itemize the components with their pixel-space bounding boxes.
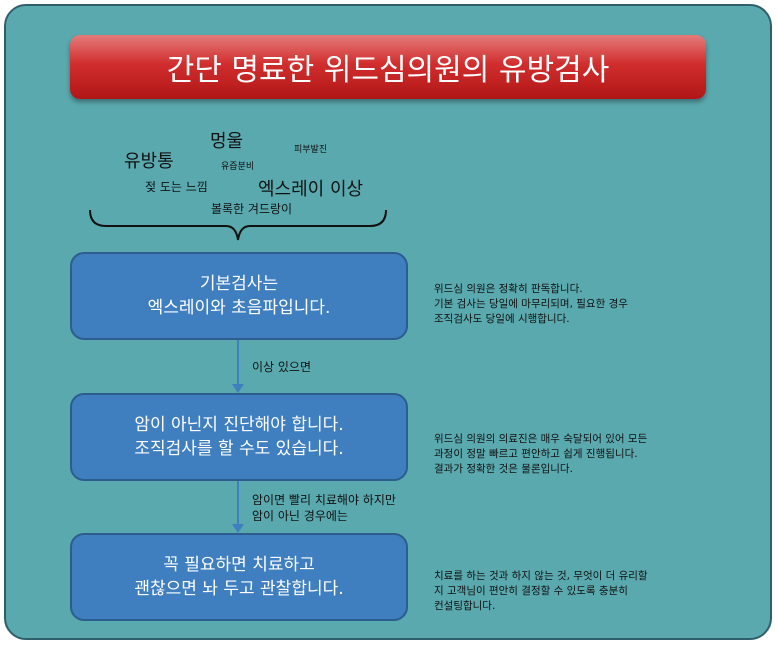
symptom-skin-rash: 피부발진 bbox=[294, 145, 328, 155]
step-line: 꼭 필요하면 치료하고 bbox=[163, 555, 315, 575]
note-line: 지 고객님이 편안히 결정할 수 있도록 충분히 bbox=[434, 585, 628, 597]
symptom-armpit-bulge: 볼록한 겨드랑이 bbox=[211, 202, 293, 216]
note-skilled-staff: 위드심 의원의 의료진은 매우 숙달되어 있어 모든 과정이 정말 빠르고 편안… bbox=[434, 432, 647, 477]
arrow-down-icon bbox=[232, 524, 244, 533]
note-accurate-reading: 위드심 의원은 정확히 판독합니다. 기본 검사는 당일에 마무리되며, 필요한… bbox=[434, 282, 628, 327]
symptom-lump: 멍울 bbox=[210, 131, 244, 152]
step-line: 엑스레이와 초음파입니다. bbox=[147, 298, 331, 318]
note-line: 과정이 정말 빠르고 편안하고 쉽게 진행됩니다. bbox=[434, 448, 638, 460]
symptom-breast-pain: 유방통 bbox=[124, 151, 174, 172]
symptom-nipple-discharge: 유즙분비 bbox=[221, 162, 255, 172]
arrow-down-icon bbox=[232, 384, 244, 393]
note-line: 위드심 의원의 의료진은 매우 숙달되어 있어 모든 bbox=[434, 433, 648, 445]
step-line: 괜찮으면 놔 두고 관찰합니다. bbox=[134, 579, 344, 599]
page-title: 간단 명료한 위드심의원의 유방검사 bbox=[166, 53, 610, 88]
connector-label: 이상 있으면 bbox=[252, 359, 311, 375]
curly-brace bbox=[89, 209, 387, 241]
connector-line bbox=[237, 481, 239, 524]
note-line: 결과가 정확한 것은 물론입니다. bbox=[434, 463, 573, 475]
step-treatment: 꼭 필요하면 치료하고 괜찮으면 놔 두고 관찰합니다. bbox=[70, 533, 408, 621]
connector-label-line: 이상 있으면 bbox=[252, 360, 312, 374]
title-banner: 간단 명료한 위드심의원의 유방검사 bbox=[70, 35, 706, 99]
connector-label: 암이면 빨리 치료해야 하지만 암이 아닌 경우에는 bbox=[252, 492, 396, 524]
step-diagnosis: 암이 아닌지 진단해야 합니다. 조직검사를 할 수도 있습니다. bbox=[70, 393, 408, 481]
step-line: 조직검사를 할 수도 있습니다. bbox=[134, 439, 344, 459]
note-line: 컨설팅합니다. bbox=[434, 600, 496, 612]
step-line: 기본검사는 bbox=[199, 274, 279, 294]
connector-label-line: 암이면 빨리 치료해야 하지만 bbox=[252, 493, 396, 507]
connector-line bbox=[237, 340, 239, 384]
step-line: 암이 아닌지 진단해야 합니다. bbox=[134, 415, 344, 435]
connector-label-line: 암이 아닌 경우에는 bbox=[252, 509, 348, 523]
note-line: 치료를 하는 것과 하지 않는 것, 무엇이 더 유리할 bbox=[434, 570, 648, 582]
note-consulting: 치료를 하는 것과 하지 않는 것, 무엇이 더 유리할 지 고객님이 편안히 … bbox=[434, 569, 648, 614]
note-line: 위드심 의원은 정확히 판독합니다. bbox=[434, 283, 583, 295]
symptom-milk-feeling: 젖 도는 느낌 bbox=[145, 180, 208, 194]
note-line: 조직검사도 당일에 시행합니다. bbox=[434, 313, 570, 325]
note-line: 기본 검사는 당일에 마무리되며, 필요한 경우 bbox=[434, 298, 628, 310]
step-basic-exam: 기본검사는 엑스레이와 초음파입니다. bbox=[70, 252, 408, 340]
symptom-xray-abnormal: 엑스레이 이상 bbox=[258, 179, 364, 200]
